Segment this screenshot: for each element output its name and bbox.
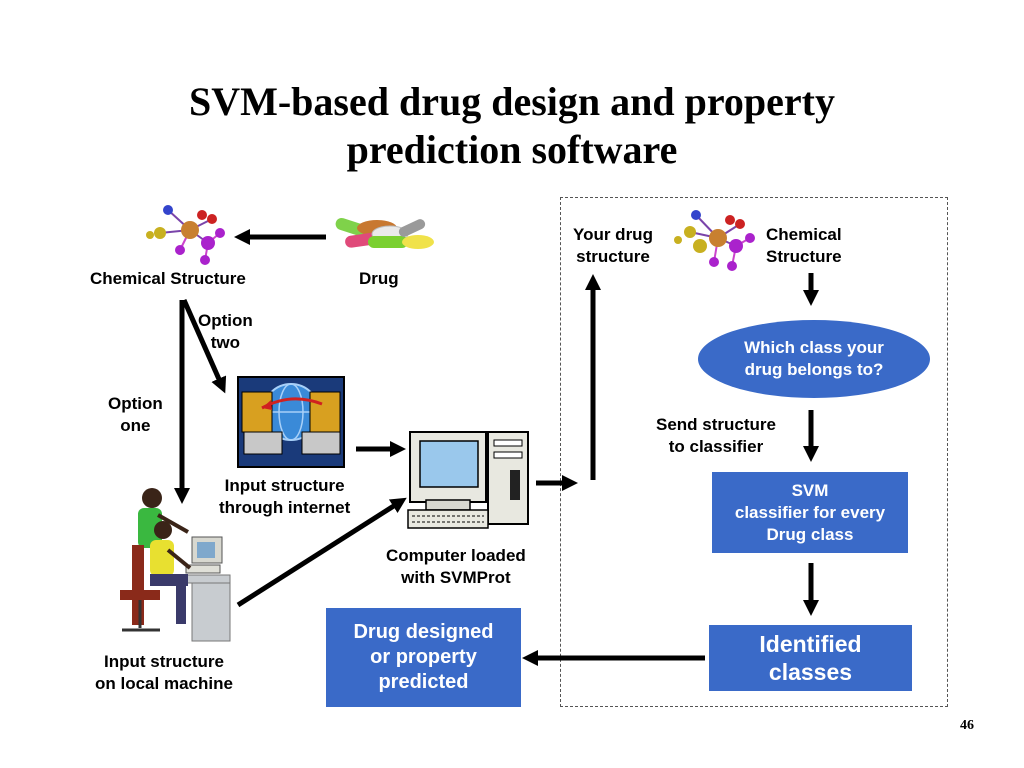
internet-transfer-icon bbox=[237, 376, 345, 468]
chemical-structure-label: Chemical Structure bbox=[90, 269, 246, 288]
molecule-icon bbox=[674, 210, 755, 271]
which-class-question-oval: Which class your drug belongs to? bbox=[698, 320, 930, 398]
send-structure-label: Send structure to classifier bbox=[656, 415, 776, 456]
input-local-label: Input structure on local machine bbox=[95, 652, 233, 693]
computer-loaded-label: Computer loaded with SVMProt bbox=[386, 546, 526, 587]
arrow-local-to-computer bbox=[236, 497, 407, 608]
desktop-computer-icon bbox=[407, 431, 529, 529]
page-number: 46 bbox=[960, 718, 974, 733]
your-drug-structure-label: Your drug structure bbox=[573, 225, 653, 266]
svm-classifier-box: SVM classifier for every Drug class bbox=[712, 472, 908, 553]
people-at-computer-icon bbox=[120, 488, 231, 642]
identified-classes-box: Identified classes bbox=[709, 625, 912, 691]
molecule-icon bbox=[146, 205, 225, 265]
identified-classes-text: Identified classes bbox=[759, 631, 862, 685]
drug-label: Drug bbox=[359, 269, 399, 288]
option-two-label: Option two bbox=[198, 311, 253, 352]
option-one-label: Option one bbox=[108, 394, 163, 435]
svmprot-region-border bbox=[560, 197, 948, 707]
slide-title: SVM-based drug design and property predi… bbox=[188, 79, 836, 172]
pills-icon bbox=[335, 217, 434, 249]
drug-designed-box: Drug designed or property predicted bbox=[326, 608, 521, 707]
arrow-option-two bbox=[181, 298, 227, 394]
drug-designed-text: Drug designed or property predicted bbox=[353, 621, 494, 693]
input-internet-label: Input structure through internet bbox=[219, 476, 351, 517]
chemical-structure-right-label: Chemical Structure bbox=[766, 225, 842, 266]
svm-classifier-text: SVM classifier for every Drug class bbox=[734, 480, 886, 544]
